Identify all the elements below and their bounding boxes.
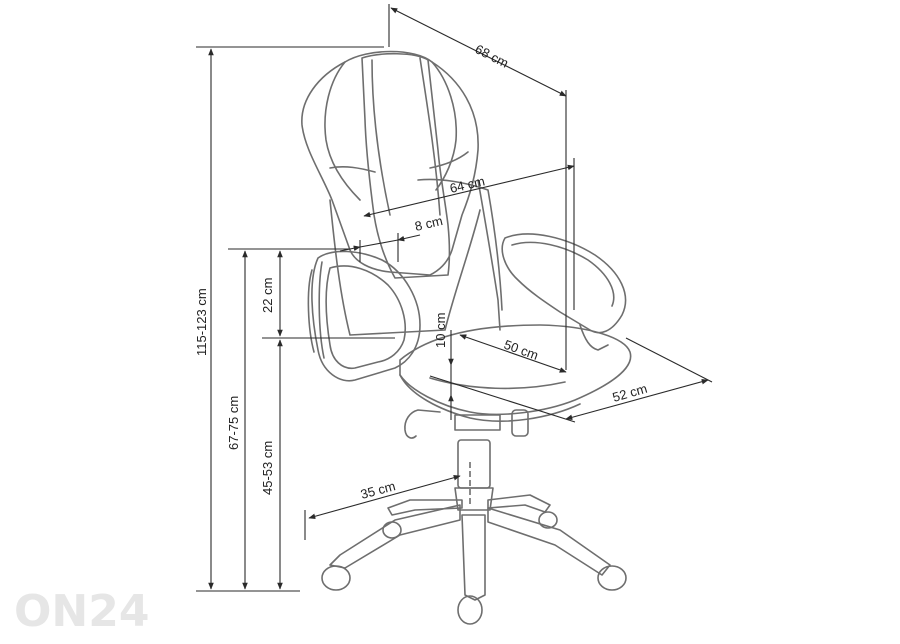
dim-line-52 [565,378,709,421]
dim-line-8a [339,245,361,252]
base-leg-back-right [487,494,551,513]
caster-left [321,565,351,591]
head-ridge [329,151,469,173]
label-depth-top: 68 cm [473,41,511,70]
backrest-lower [329,199,481,336]
label-armrest-width: 8 cm [413,213,444,234]
ext-52-right [625,337,713,383]
label-seat-thickness: 10 cm [433,313,448,348]
armrest-right [501,233,627,334]
seat [399,324,632,416]
watermark-text: ON24 [14,586,149,637]
backrest-wing-left [324,61,361,201]
dim-line-8c [359,239,399,248]
dim-line-64 [363,164,575,218]
mechanism [454,414,501,431]
dim-line-8b [397,234,421,242]
dimension-lines [196,4,713,592]
armrest-left [311,250,421,382]
dim-line-35 [308,474,461,520]
label-total-height: 115-123 cm [194,288,209,356]
caster-right [597,565,627,591]
tension-knob [511,409,529,437]
ext-seat-depth [429,375,576,423]
armrest-left-inner [325,265,406,370]
base-leg-front [461,514,486,601]
base-leg-right [487,507,611,576]
label-seat-depth: 50 cm [502,337,540,363]
gas-cylinder [457,439,491,489]
label-armrest-height: 22 cm [260,278,275,313]
label-seat-height: 45-53 cm [260,441,275,495]
dim-line-50 [459,334,567,373]
caster-front [457,595,483,625]
armrest-right-inner [511,241,615,307]
dim-line-68 [390,7,567,97]
label-armrest-floor-height: 67-75 cm [226,396,241,450]
backrest-seam-left [371,59,391,216]
dimension-labels: 68 cm 64 cm 8 cm 115-123 cm 67-75 cm 22 … [194,41,649,502]
seat-seam [429,377,566,390]
watermark-logo: ON24 [14,586,149,637]
caster-back-left [382,521,402,539]
caster-back-right [538,511,558,529]
tilt-lever [404,409,441,439]
armrest-left-pad [307,261,325,359]
